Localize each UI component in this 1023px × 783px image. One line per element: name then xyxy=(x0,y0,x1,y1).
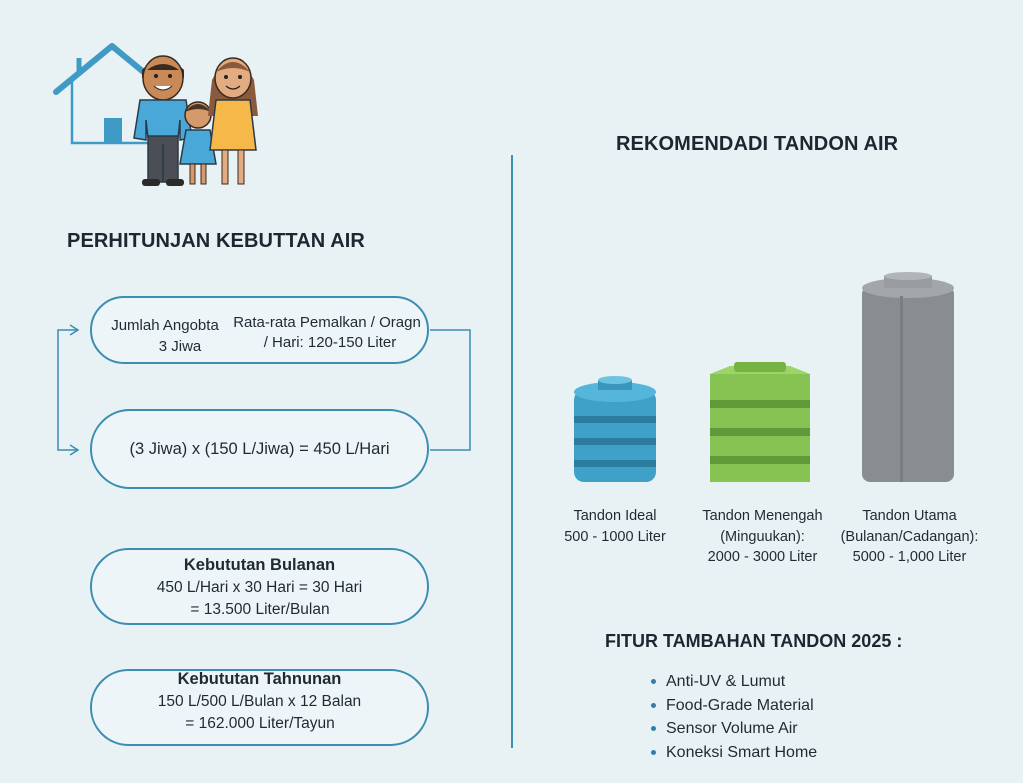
yearly-line1: 150 L/500 L/Bulan x 12 Balan xyxy=(157,693,362,710)
usage-line1: Rata-rata Pemalkan / Oragn xyxy=(233,314,421,331)
tank-medium-label: Tandon Menengah (Minguukan): 2000 - 3000… xyxy=(685,506,840,568)
monthly-line2: = 13.500 Liter/Bulan xyxy=(190,601,330,618)
features-list: Anti-UV & Lumut Food-Grade Material Sens… xyxy=(640,670,817,764)
daily-formula: (3 Jiwa) x (150 L/Jiwa) = 450 L/Hari xyxy=(129,440,390,458)
yearly-pill xyxy=(90,669,429,746)
usage-line2: / Hari: 120-150 Liter xyxy=(263,334,397,351)
feature-item: Food-Grade Material xyxy=(640,694,817,718)
tank-large-name: Tandon Utama xyxy=(862,508,957,524)
formula-pill xyxy=(90,409,429,489)
monthly-pill xyxy=(90,548,429,625)
feature-item: Sensor Volume Air xyxy=(640,717,817,741)
tank-small-capacity: 500 - 1000 Liter xyxy=(564,528,666,545)
tank-illustrations xyxy=(574,272,954,482)
tank-recommendation-heading: REKOMENDADI TANDON AIR xyxy=(616,133,899,155)
large-tank-icon xyxy=(862,272,954,482)
yearly-line2: = 162.000 Liter/Tayun xyxy=(185,715,335,732)
water-calc-heading: PERHITUNJAN KEBUTTAN AIR xyxy=(67,230,365,252)
small-tank-icon xyxy=(574,376,656,482)
tank-small-name: Tandon Ideal xyxy=(573,508,657,524)
monthly-line1: 450 L/Hari x 30 Hari = 30 Hari xyxy=(156,579,363,596)
tank-medium-period: (Minguukan): xyxy=(720,528,805,545)
tank-small-label: Tandon Ideal 500 - 1000 Liter xyxy=(540,506,690,547)
tank-medium-capacity: 2000 - 3000 Liter xyxy=(707,549,818,565)
features-heading: FITUR TAMBAHAN TANDON 2025 : xyxy=(605,631,903,651)
yearly-title: Kebututan Tahnunan xyxy=(177,670,342,688)
medium-tank-icon xyxy=(710,362,810,482)
family-house-illustration xyxy=(53,43,258,186)
tank-large-capacity: 5000 - 1,000 Liter xyxy=(852,549,967,565)
child-figure xyxy=(179,101,217,185)
feature-item: Koneksi Smart Home xyxy=(640,741,817,765)
column-divider xyxy=(511,155,513,748)
flow-connectors xyxy=(57,324,471,456)
mother-figure xyxy=(208,57,258,185)
tank-large-label: Tandon Utama (Bulanan/Cadangan): 5000 - … xyxy=(832,506,987,568)
members-line2: 3 Jiwa xyxy=(158,338,202,355)
members-line1: Jumlah Angobta xyxy=(111,317,219,334)
tank-large-period: (Bulanan/Cadangan): xyxy=(840,528,979,545)
tank-medium-name: Tandon Menengah xyxy=(702,508,823,524)
input-pill xyxy=(90,296,429,364)
monthly-title: Kebututan Bulanan xyxy=(183,556,336,574)
feature-item: Anti-UV & Lumut xyxy=(640,670,817,694)
father-figure xyxy=(133,55,193,186)
